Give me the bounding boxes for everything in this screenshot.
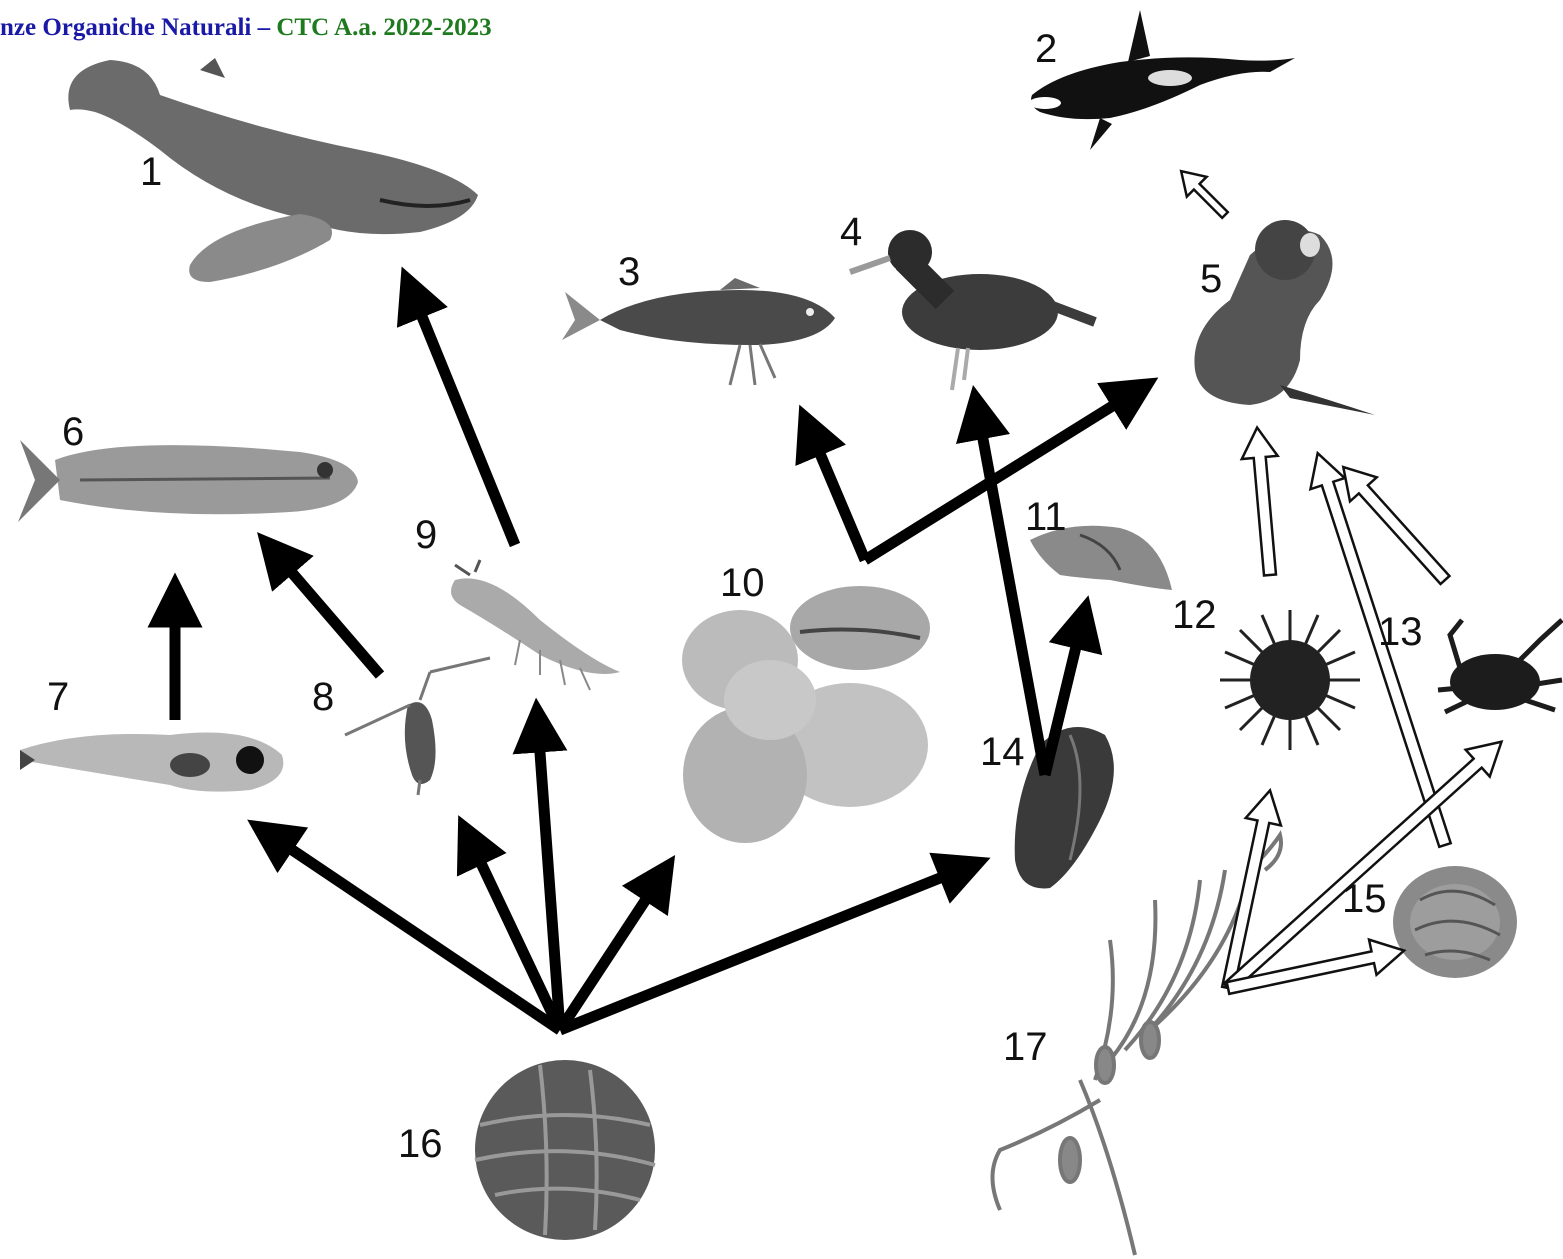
sea-otter-icon — [1194, 220, 1375, 415]
label-7: 7 — [47, 675, 69, 719]
sculpin-fish-icon — [562, 278, 835, 385]
krill-icon — [451, 560, 620, 690]
whale-icon — [68, 58, 478, 282]
dinoflagellate-icon — [475, 1060, 655, 1240]
arrow-8-to-6 — [275, 553, 380, 675]
arrow-branch-to-3 — [810, 430, 865, 560]
abalone-icon — [1393, 866, 1517, 978]
sea-urchin-icon — [1220, 610, 1360, 750]
label-13: 13 — [1378, 610, 1423, 654]
clams-icon — [682, 586, 930, 843]
label-14: 14 — [980, 730, 1025, 774]
label-16: 16 — [398, 1122, 443, 1166]
label-6: 6 — [62, 410, 84, 454]
arrow-9-to-1 — [412, 292, 515, 545]
label-12: 12 — [1172, 593, 1217, 637]
arrow-5-to-2 — [1171, 161, 1235, 225]
label-5: 5 — [1200, 257, 1222, 301]
label-8: 8 — [312, 675, 334, 719]
arrow-12-to-5 — [1239, 426, 1288, 577]
label-3: 3 — [618, 250, 640, 294]
crab-icon — [1438, 620, 1562, 712]
label-15: 15 — [1342, 877, 1387, 921]
mussel-icon — [1015, 727, 1114, 888]
oystercatcher-icon — [850, 230, 1095, 390]
fish-larva-icon — [20, 733, 283, 792]
label-4: 4 — [840, 210, 862, 254]
orca-icon — [1029, 10, 1295, 150]
copepod-icon — [345, 658, 490, 795]
label-17: 17 — [1003, 1025, 1048, 1069]
label-10: 10 — [720, 561, 765, 605]
label-1: 1 — [140, 150, 162, 194]
label-2: 2 — [1035, 27, 1057, 71]
arrow-16-to-14 — [560, 868, 965, 1030]
energy-flow-arrows — [175, 292, 1135, 1030]
label-9: 9 — [415, 513, 437, 557]
label-11: 11 — [1025, 495, 1067, 539]
